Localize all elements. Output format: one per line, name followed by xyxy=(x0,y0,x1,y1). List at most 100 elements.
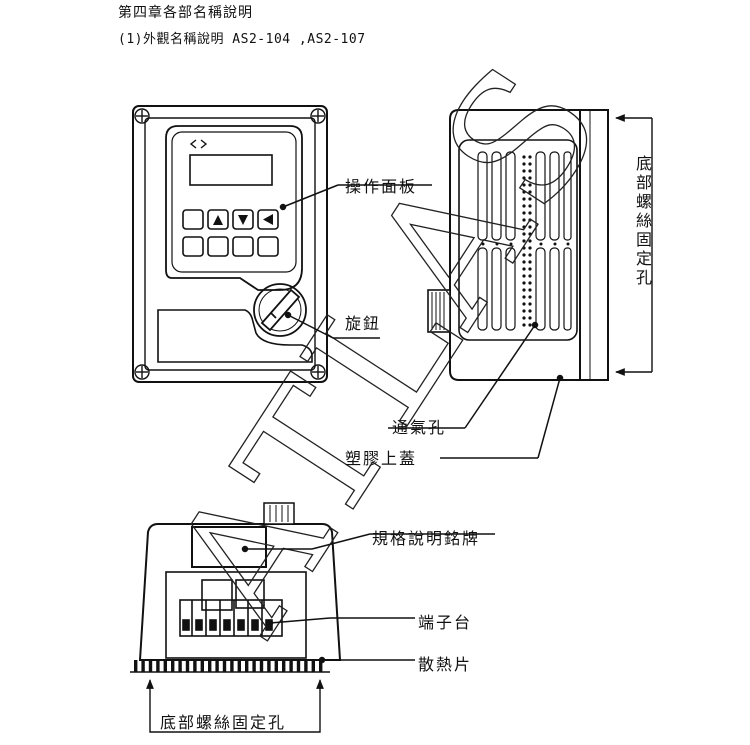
vent-dot xyxy=(522,281,526,285)
heat-sink-fin xyxy=(185,660,190,672)
bottom-knob xyxy=(263,502,295,525)
heat-sink-fin xyxy=(289,660,293,672)
vent-dot xyxy=(528,260,532,264)
vent-dot xyxy=(522,295,526,299)
vent-dot xyxy=(522,169,526,173)
vent-dot xyxy=(522,267,526,271)
vent-dot xyxy=(528,183,532,187)
heat-sink-fin xyxy=(178,660,182,672)
vent-dot xyxy=(528,267,532,271)
key-1[interactable] xyxy=(182,209,204,230)
heat-sink-fin xyxy=(296,660,301,672)
heat-sink-fin xyxy=(215,660,219,672)
terminal-block xyxy=(179,579,283,637)
vent-dot xyxy=(528,302,532,306)
vent-dot xyxy=(522,176,526,180)
heat-sink-fin xyxy=(259,660,264,672)
vent-dot xyxy=(528,162,532,166)
label-mount-holes-side: 底部螺絲固定孔 xyxy=(633,155,652,288)
label-knob: 旋鈕 xyxy=(345,314,382,333)
vent-dot xyxy=(522,197,526,201)
heat-sink-fin xyxy=(319,660,323,672)
vent-dot xyxy=(522,204,526,208)
heat-sink-fin xyxy=(141,660,145,672)
heat-sink-fin xyxy=(282,660,286,672)
leader-lines xyxy=(241,184,564,664)
vent-dot xyxy=(522,316,526,320)
key-up[interactable] xyxy=(207,209,229,230)
vent-dot xyxy=(528,190,532,194)
heat-sink-fin xyxy=(208,660,212,672)
key-8[interactable] xyxy=(257,236,279,257)
corner-screw-tl xyxy=(134,108,150,124)
bottom-mount-arrows xyxy=(146,679,324,733)
vent-dot xyxy=(528,239,532,243)
vent-dot xyxy=(522,190,526,194)
watermark: ATLAS xyxy=(132,27,644,664)
vent-dot xyxy=(528,253,532,257)
heat-sink-fin xyxy=(304,660,308,672)
heat-sink-fin xyxy=(134,660,138,672)
vent-dot xyxy=(522,218,526,222)
label-spec-nameplate: 規格說明銘牌 xyxy=(372,529,481,548)
keypad xyxy=(182,209,279,257)
vent-dot xyxy=(522,274,526,278)
vent-dot xyxy=(528,204,532,208)
lcd-display xyxy=(189,154,273,186)
vent-dot xyxy=(522,225,526,229)
knob[interactable] xyxy=(253,283,307,337)
subtitle: (1)外觀名稱說明 AS2-104 ,AS2-107 xyxy=(118,32,366,47)
side-knob xyxy=(427,289,451,333)
vent-dot xyxy=(522,239,526,243)
corner-screw-tr xyxy=(310,108,326,124)
vent-dot xyxy=(522,309,526,313)
vent-dot xyxy=(522,246,526,250)
heat-sink-fin xyxy=(237,660,241,672)
vent-dot xyxy=(528,169,532,173)
vent-dot xyxy=(539,242,543,246)
heat-sink-fin xyxy=(274,660,278,672)
vent-dot xyxy=(528,225,532,229)
side-mount-arrows xyxy=(615,114,653,376)
key-6[interactable] xyxy=(207,236,229,257)
heat-sink-fins xyxy=(134,660,323,672)
vent-dot xyxy=(566,242,570,246)
heat-sink-fin xyxy=(148,660,153,672)
vent-dot xyxy=(522,260,526,264)
key-7[interactable] xyxy=(232,236,254,257)
vent-dot xyxy=(495,242,499,246)
vent-slots xyxy=(477,151,572,331)
heat-sink-fin xyxy=(200,660,204,672)
vent-dot xyxy=(528,281,532,285)
vent-dot xyxy=(528,246,532,250)
heat-sink-fin xyxy=(222,660,227,672)
heat-sink-fin xyxy=(252,660,256,672)
front-lower-panel xyxy=(157,309,313,363)
vent-dot xyxy=(528,274,532,278)
label-plastic-cover: 塑膠上蓋 xyxy=(345,449,418,468)
vent-dot xyxy=(528,155,532,159)
vent-dot xyxy=(528,232,532,236)
key-glyphs-icon xyxy=(213,214,273,225)
heat-sink-fin xyxy=(267,660,271,672)
key-left[interactable] xyxy=(257,209,279,230)
vent-dot xyxy=(553,242,557,246)
corner-screw-br xyxy=(310,364,326,380)
label-heat-sink: 散熱片 xyxy=(418,655,473,674)
vent-dot xyxy=(522,155,526,159)
vent-dot xyxy=(522,232,526,236)
indicator-arrows-icon xyxy=(189,139,208,149)
front-view xyxy=(132,105,328,383)
key-5[interactable] xyxy=(182,236,204,257)
vent-dot xyxy=(522,211,526,215)
vent-dot xyxy=(528,309,532,313)
vent-dot xyxy=(522,302,526,306)
key-down[interactable] xyxy=(232,209,254,230)
heat-sink-fin xyxy=(156,660,160,672)
chapter-title: 第四章各部名稱說明 xyxy=(118,5,253,21)
vent-holes xyxy=(481,155,570,327)
vent-dot xyxy=(509,242,513,246)
heat-sink-fin xyxy=(193,660,197,672)
side-view xyxy=(449,109,609,381)
vent-dot xyxy=(522,162,526,166)
